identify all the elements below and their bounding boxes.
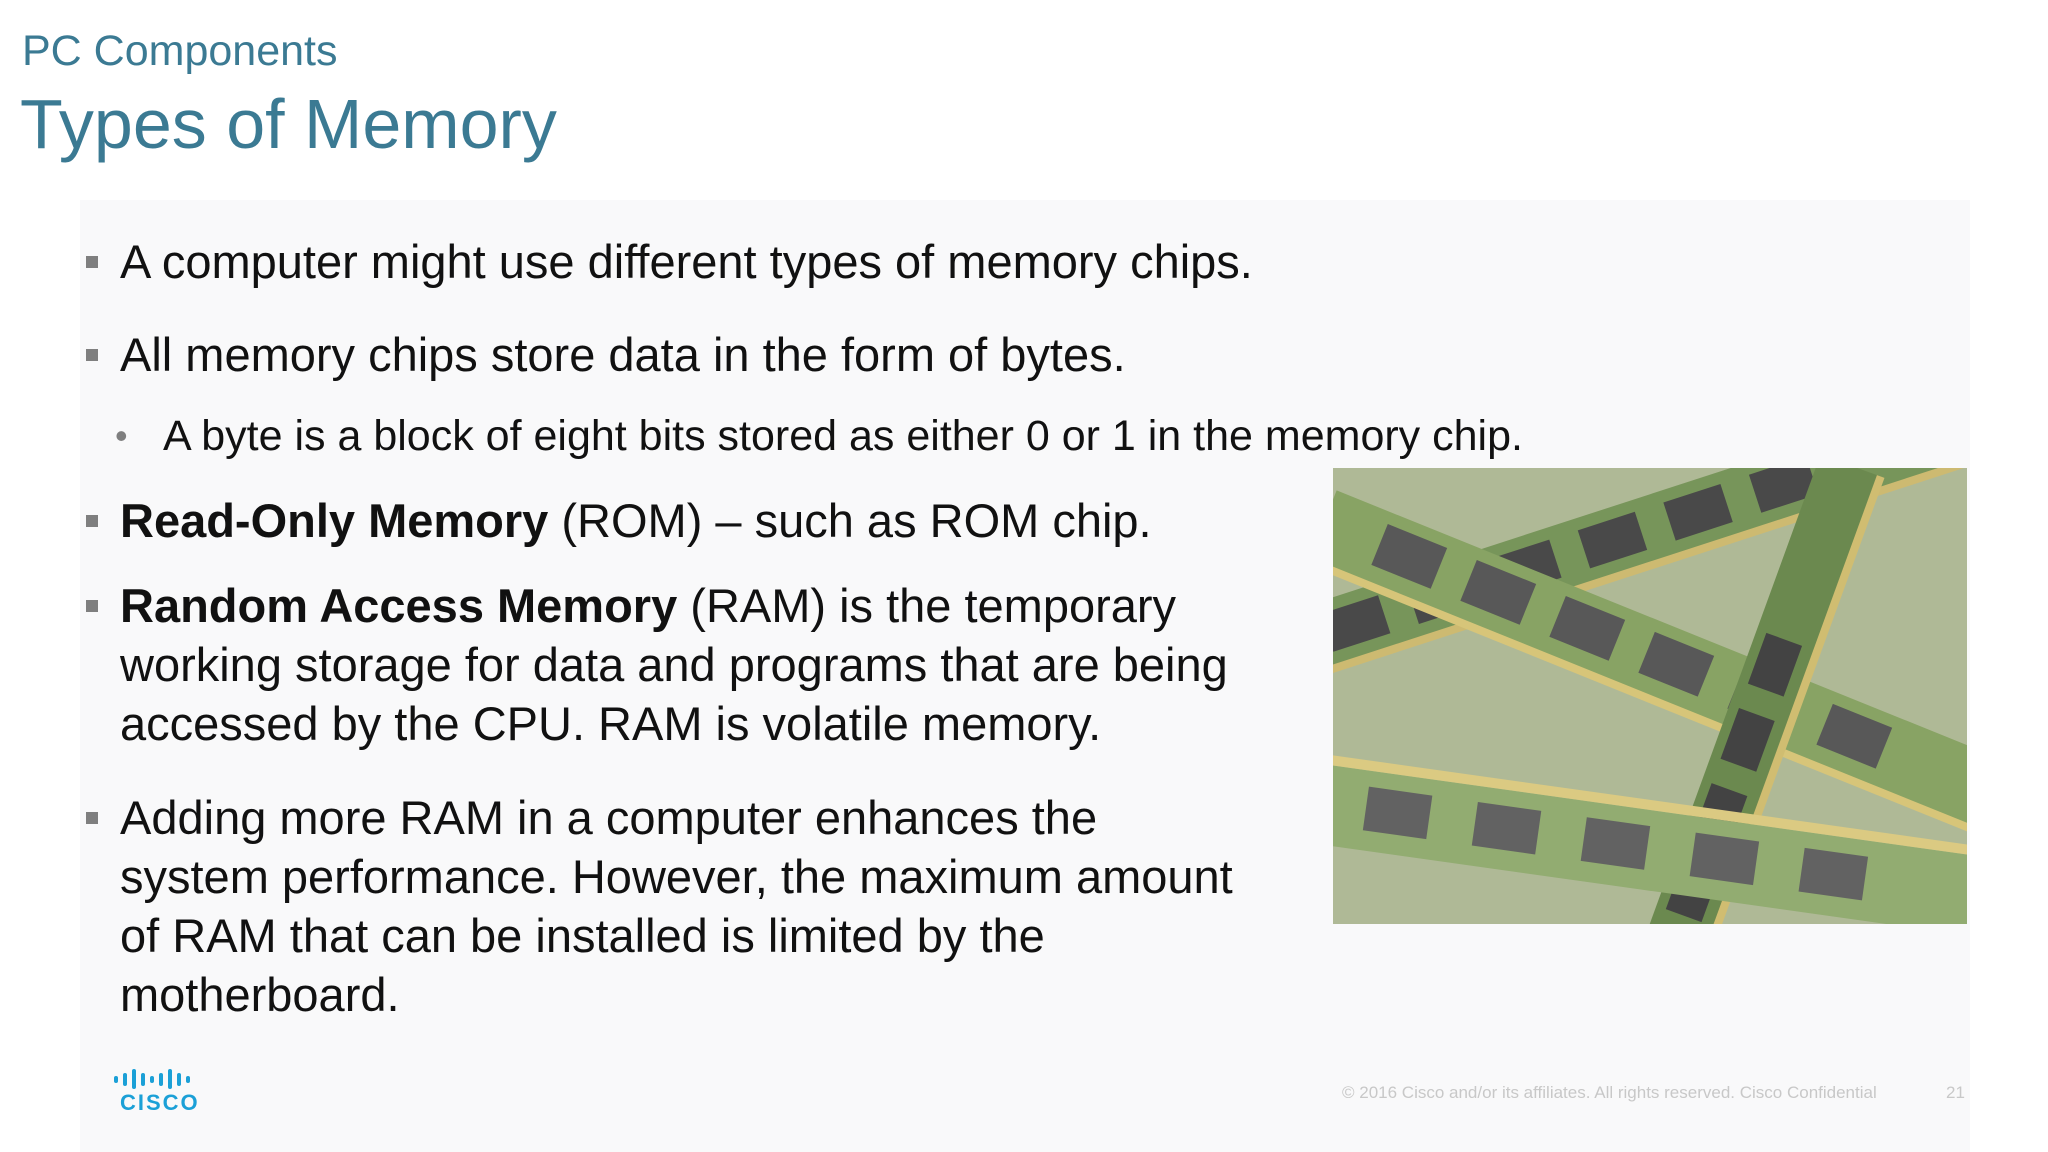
cisco-bars-icon	[114, 1068, 190, 1090]
square-bullet-icon	[86, 600, 98, 612]
bullet-text: motherboard.	[120, 968, 400, 1021]
bullet-text: (ROM) – such as ROM chip.	[548, 494, 1152, 547]
cisco-logo-text: CISCO	[120, 1090, 200, 1115]
sub-bullet-item: • A byte is a block of eight bits stored…	[115, 410, 1523, 462]
bullet-item: Adding more RAM in a computer enhances t…	[86, 788, 1233, 1024]
cisco-logo: CISCO	[110, 1068, 200, 1115]
sub-bullet-text: A byte is a block of eight bits stored a…	[163, 412, 1523, 460]
bullet-text: (RAM) is the temporary	[677, 579, 1177, 632]
bullet-text: working storage for data and programs th…	[120, 638, 1228, 691]
bullet-item: A computer might use different types of …	[86, 232, 1253, 291]
memory-modules-photo	[1333, 468, 1967, 924]
bullet-item: Read-Only Memory (ROM) – such as ROM chi…	[86, 491, 1152, 550]
square-bullet-icon	[86, 256, 98, 268]
bullet-text: Adding more RAM in a computer enhances t…	[120, 791, 1098, 844]
memory-modules-illustration	[1333, 468, 1967, 924]
bullet-bold-text: Random Access Memory	[120, 579, 678, 632]
slide-subtitle: PC Components	[22, 27, 338, 75]
bullet-text: All memory chips store data in the form …	[120, 328, 1126, 381]
slide-title: Types of Memory	[20, 85, 557, 163]
round-bullet-icon: •	[115, 415, 128, 456]
bullet-text: accessed by the CPU. RAM is volatile mem…	[120, 697, 1102, 750]
square-bullet-icon	[86, 515, 98, 527]
bullet-item: All memory chips store data in the form …	[86, 325, 1126, 384]
bullet-text: system performance. However, the maximum…	[120, 850, 1233, 903]
square-bullet-icon	[86, 812, 98, 824]
bullet-bold-text: Read-Only Memory	[120, 494, 549, 547]
square-bullet-icon	[86, 349, 98, 361]
bullet-text: A computer might use different types of …	[120, 235, 1253, 288]
copyright-footer: © 2016 Cisco and/or its affiliates. All …	[1342, 1083, 1877, 1102]
bullet-item: Random Access Memory (RAM) is the tempor…	[86, 576, 1228, 753]
bullet-text: of RAM that can be installed is limited …	[120, 909, 1045, 962]
page-number: 21	[1946, 1083, 1965, 1102]
